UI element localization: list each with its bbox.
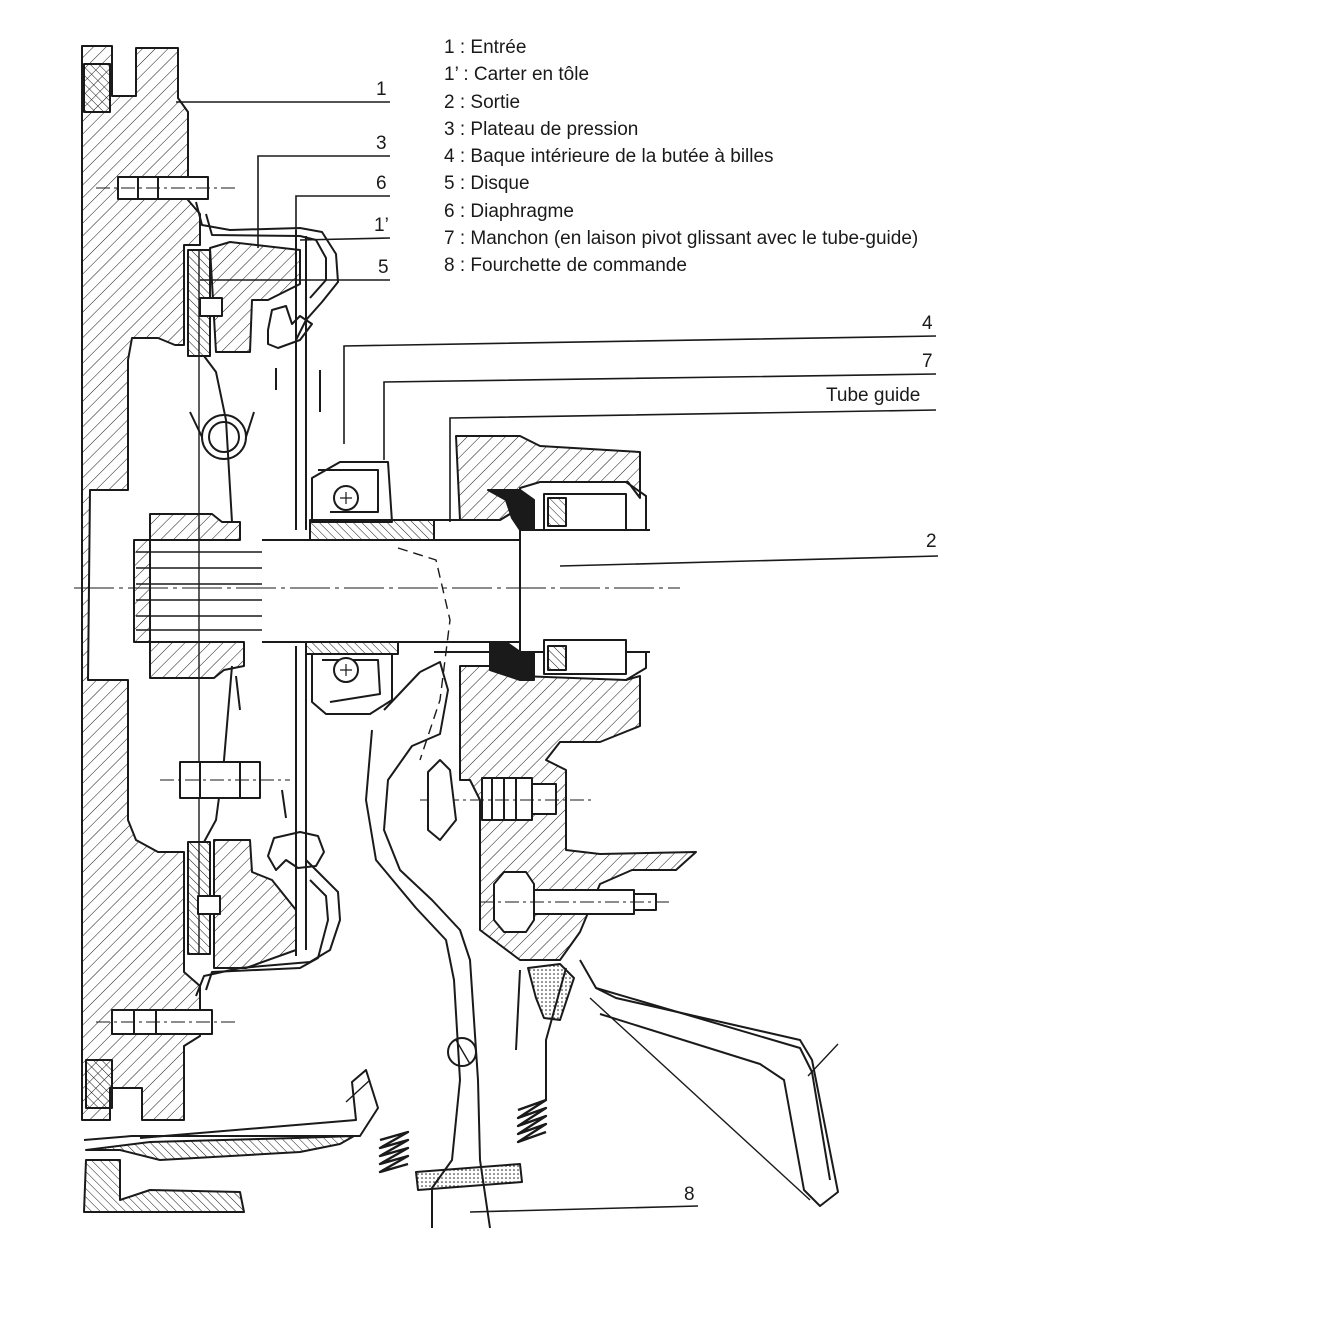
legend-item-1p: 1’ : Carter en tôle: [444, 64, 590, 86]
sheet-metal-cover-bottom: [195, 859, 341, 997]
bearing-sleeve: [309, 519, 435, 541]
callout-2: 2: [926, 531, 937, 552]
callout-6: 6: [376, 173, 387, 194]
legend-item-4: 4 : Baque intérieure de la butée à bille…: [444, 146, 774, 168]
callout-7: 7: [922, 351, 933, 372]
disc-carrier-bottom: [203, 665, 233, 843]
return-spring-right: [516, 1098, 548, 1144]
guide-tube: [434, 507, 521, 665]
legend-item-7: 7 : Manchon (en laison pivot glissant av…: [444, 228, 919, 250]
sheet-metal-cover-bottom-inner: [205, 879, 329, 991]
legend-item-5: 5 : Disque: [444, 173, 530, 195]
leader-6: [295, 195, 390, 238]
pressure-plate-bottom: [213, 839, 297, 969]
dowel-pin-bottom: [96, 1009, 236, 1035]
oil-seal-bottom: [489, 641, 535, 681]
bell-housing-edge: [515, 967, 567, 1100]
diaphragm-fulcrum-top: [267, 305, 313, 349]
guide-tube-dashed: [397, 547, 451, 761]
diaphragm-bottom: [295, 646, 307, 956]
release-cable-line: [589, 997, 811, 1201]
callout-3: 3: [376, 133, 387, 154]
dust-boot: [415, 1163, 523, 1191]
leader-3: [257, 155, 390, 248]
return-spring-left: [378, 1130, 410, 1174]
callout-8: 8: [684, 1184, 695, 1205]
legend-item-2: 2 : Sortie: [444, 91, 521, 113]
leader-tube-guide: [449, 409, 937, 522]
clutch-fork-outer: [383, 661, 491, 1229]
dowel-pin-top: [96, 176, 236, 200]
leader-2: [559, 555, 939, 567]
legend-item-8: 8 : Fourchette de commande: [444, 255, 687, 277]
housing-mount-bolt: [480, 871, 670, 933]
flywheel-tab-bottom: [85, 1059, 113, 1109]
sheet-metal-cover-top: [195, 201, 339, 341]
legend: 1 : Entrée 1’ : Carter en tôle 2 : Sorti…: [444, 34, 918, 280]
leader-4: [343, 335, 937, 444]
leader-7: [383, 373, 937, 460]
callout-1: 1: [376, 79, 387, 100]
callout-tube-guide: Tube guide: [826, 385, 921, 406]
hub-splines: [136, 551, 262, 631]
release-lever-arm: [579, 959, 839, 1207]
callout-1p: 1’: [374, 215, 389, 236]
leader-1p: [299, 237, 391, 241]
legend-item-6: 6 : Diaphragme: [444, 200, 574, 222]
fork-pivot-pin: [447, 1037, 477, 1067]
disc-hub: [133, 513, 245, 679]
housing-bottom-left: [83, 1069, 379, 1141]
bell-housing-flange: [527, 963, 575, 1021]
gearbox-housing-upper: [455, 435, 641, 521]
pressure-plate-top: [209, 241, 301, 353]
callout-5: 5: [378, 257, 389, 278]
flywheel-section: [81, 45, 201, 1121]
fork-ball-pivot: [427, 759, 457, 841]
callout-4: 4: [922, 313, 933, 334]
release-lever-arm-inner: [595, 987, 831, 1181]
flywheel-tab-top: [83, 63, 111, 113]
disc-carrier-top: [203, 355, 233, 523]
diaphragm-fulcrum-bottom: [267, 831, 325, 871]
legend-item-3: 3 : Plateau de pression: [444, 118, 639, 140]
leader-8: [469, 1205, 699, 1213]
clutch-fork-inner: [365, 671, 461, 1228]
legend-item-1: 1 : Entrée: [444, 37, 527, 58]
oil-seal-top: [487, 489, 535, 531]
output-shaft: [262, 529, 650, 653]
